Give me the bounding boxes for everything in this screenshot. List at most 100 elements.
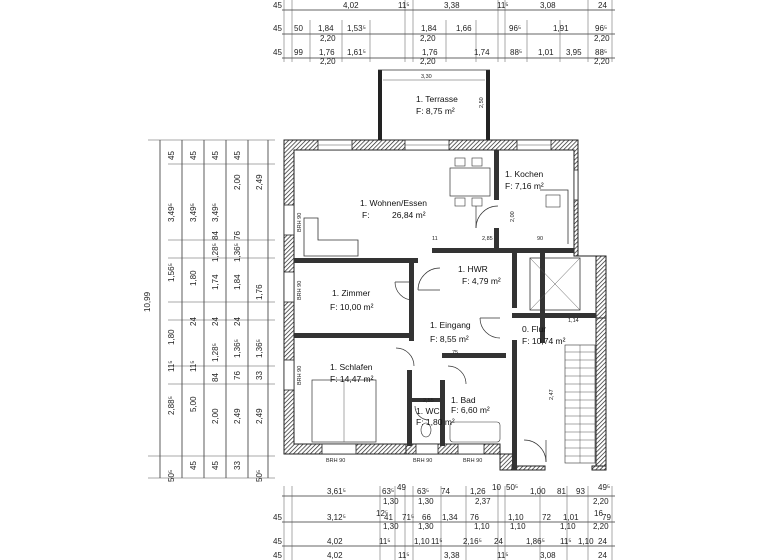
bottom-dim: 1,10 bbox=[508, 513, 524, 522]
room-area-zimmer: F: 10,00 m² bbox=[330, 302, 374, 312]
top-dim: 4,02 bbox=[343, 1, 359, 10]
room-area-hwr: F: 4,79 m² bbox=[462, 276, 501, 286]
room-area-terrasse: F: 8,75 m² bbox=[416, 106, 455, 116]
bottom-dim: 1,00 bbox=[530, 487, 546, 496]
bottom-dim: 1,26 bbox=[470, 487, 486, 496]
door-dim: 11 bbox=[432, 236, 438, 242]
left-dim: 50⁵ bbox=[255, 470, 264, 482]
top-dim: 45 bbox=[273, 24, 282, 33]
terrace-depth-dim: 2,50 bbox=[479, 97, 485, 108]
top-dim: 45 bbox=[273, 48, 282, 57]
bottom-dim: 45 bbox=[273, 537, 282, 546]
left-dim: 76 bbox=[233, 371, 242, 380]
room-labels: 1. Terrasse F: 8,75 m² 1. Kochen F: 7,16… bbox=[330, 94, 566, 427]
bottom-dim: 49 bbox=[397, 483, 406, 492]
bottom-dim: 16 bbox=[594, 509, 603, 518]
room-area-kochen: F: 7,16 m² bbox=[505, 181, 544, 191]
top-dim: 3,38 bbox=[444, 1, 460, 10]
left-dim: 24 bbox=[233, 317, 242, 326]
top-dim: 2,20 bbox=[320, 34, 336, 43]
bottom-dimension-chains: 3,61⁵ 63⁵ 49 63⁵ 74 1,26 10 50⁵ 1,00 81 … bbox=[273, 483, 615, 560]
bottom-dim: 72 bbox=[542, 513, 551, 522]
bottom-dim: 24 bbox=[598, 551, 607, 560]
top-dim: 1,84 bbox=[421, 24, 437, 33]
bottom-dim: 1,10 bbox=[560, 522, 576, 531]
bottom-dim: 71⁵ bbox=[402, 513, 414, 522]
room-area-wohnen: 26,84 m² bbox=[392, 210, 426, 220]
left-dim: 2,00 bbox=[233, 174, 242, 190]
top-dim: 3,08 bbox=[540, 1, 556, 10]
left-dim: 84 bbox=[211, 373, 220, 382]
doors bbox=[394, 205, 547, 463]
top-dim: 3,95 bbox=[566, 48, 582, 57]
bottom-dim: 1,10 bbox=[474, 522, 490, 531]
room-name-zimmer: 1. Zimmer bbox=[332, 288, 370, 298]
left-dim: 1,80 bbox=[189, 270, 198, 286]
left-dim: 1,28⁵ bbox=[211, 343, 220, 362]
top-dim: 1,66 bbox=[456, 24, 472, 33]
bottom-dim: 66 bbox=[422, 513, 431, 522]
left-dim: 3,49⁵ bbox=[167, 203, 176, 222]
bottom-dim: 63⁵ bbox=[382, 487, 394, 496]
top-dim: 1,61⁵ bbox=[347, 48, 366, 57]
bottom-dim: 4,02 bbox=[327, 537, 343, 546]
room-name-terrasse: 1. Terrasse bbox=[416, 94, 458, 104]
bottom-dim: 45 bbox=[273, 551, 282, 560]
bottom-dim: 74 bbox=[441, 487, 450, 496]
room-name-bad: 1. Bad bbox=[451, 395, 476, 405]
room-name-kochen: 1. Kochen bbox=[505, 169, 544, 179]
room-area-flur: F: 10,74 m² bbox=[522, 336, 566, 346]
room-name-eingang: 1. Eingang bbox=[430, 320, 471, 330]
bottom-dim: 79 bbox=[602, 513, 611, 522]
top-dim: 45 bbox=[273, 1, 282, 10]
top-dim: 1,53⁵ bbox=[347, 24, 366, 33]
left-dim: 76 bbox=[233, 231, 242, 240]
top-dim: 1,76 bbox=[422, 48, 438, 57]
bottom-dim: 1,10 bbox=[510, 522, 526, 531]
top-dim: 2,20 bbox=[594, 34, 610, 43]
left-dim: 33 bbox=[255, 371, 264, 380]
brh-label: BRH 90 bbox=[297, 366, 303, 385]
left-dim: 3,49⁵ bbox=[211, 203, 220, 222]
brh-label: BRH 90 bbox=[297, 213, 303, 232]
left-dim: 1,28⁵ bbox=[211, 243, 220, 262]
top-dim: 2,20 bbox=[594, 57, 610, 66]
bottom-dim: 49⁵ bbox=[598, 483, 610, 492]
brh-label: BRH 90 bbox=[297, 281, 303, 300]
room-name-wohnen: 1. Wohnen/Essen bbox=[360, 198, 427, 208]
left-dim: 1,80 bbox=[167, 329, 176, 345]
top-dim: 11⁵ bbox=[398, 1, 410, 10]
bottom-dim: 41 bbox=[384, 513, 393, 522]
left-dim: 24 bbox=[211, 317, 220, 326]
top-dim: 11⁵ bbox=[497, 1, 509, 10]
bottom-dim: 1,30 bbox=[418, 497, 434, 506]
left-dim: 45 bbox=[189, 461, 198, 470]
bottom-dim: 11⁵ bbox=[431, 537, 443, 546]
left-dim: 45 bbox=[167, 151, 176, 160]
room-area-wc: F: 1,80 m² bbox=[416, 417, 455, 427]
bottom-dim: 1,01 bbox=[563, 513, 579, 522]
bottom-dim: 3,12⁵ bbox=[327, 513, 346, 522]
bottom-dim: 11⁵ bbox=[398, 551, 410, 560]
left-dim: 2,49 bbox=[255, 174, 264, 190]
top-dim: 1,84 bbox=[318, 24, 334, 33]
furniture bbox=[303, 157, 596, 464]
bottom-dim: 81 bbox=[557, 487, 566, 496]
left-dim: 11⁵ bbox=[189, 360, 198, 372]
bottom-dim: 1,10 bbox=[414, 537, 430, 546]
bottom-dim: 24 bbox=[494, 537, 503, 546]
top-dimension-chains: 45 4,02 11⁵ 3,38 11⁵ 3,08 24 45 50 1,84 … bbox=[273, 0, 615, 66]
left-dim: 1,36⁵ bbox=[255, 339, 264, 358]
top-dim: 88⁵ bbox=[595, 48, 607, 57]
brh-label: BRH 90 bbox=[326, 458, 345, 464]
top-dim: 96⁵ bbox=[595, 24, 607, 33]
left-dim: 45 bbox=[211, 461, 220, 470]
top-dim: 1,74 bbox=[474, 48, 490, 57]
bottom-dim: 11⁵ bbox=[560, 537, 572, 546]
left-dim: 45 bbox=[189, 151, 198, 160]
room-area-bad: F: 6,60 m² bbox=[451, 405, 490, 415]
bottom-dim: 63⁵ bbox=[417, 487, 429, 496]
landing-dim: 1,14 bbox=[568, 318, 579, 324]
bottom-dim: 2,20 bbox=[593, 497, 609, 506]
